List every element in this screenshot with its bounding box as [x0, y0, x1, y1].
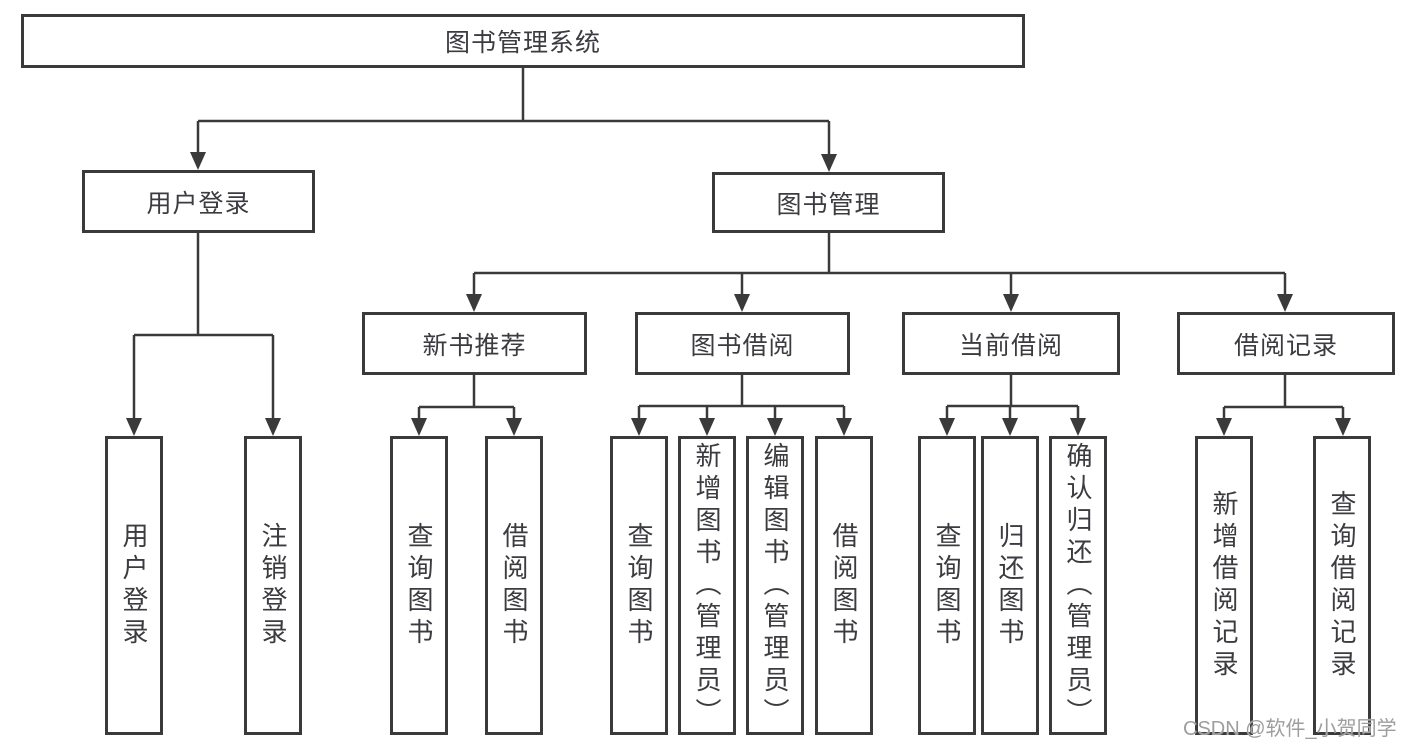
node-book-borrowing: 图书借阅	[635, 312, 850, 375]
leaf-recommend-query-books: 查询图书	[390, 436, 448, 735]
leaf-add-books-admin-label: 新增图书（管理员）	[692, 441, 722, 730]
node-borrowing-records: 借阅记录	[1177, 312, 1395, 375]
arrowhead-leaf	[767, 418, 783, 436]
node-borrowing-records-label: 借阅记录	[1233, 331, 1338, 360]
leaf-borrow-books: 借阅图书	[815, 436, 873, 735]
arrowhead-leaf	[1216, 418, 1232, 436]
arrowhead-leaf	[506, 418, 522, 436]
node-user-login-label: 用户登录	[146, 189, 251, 218]
leaf-current-query-books-label: 查询图书	[932, 521, 962, 650]
leaf-edit-books-admin: 编辑图书（管理员）	[746, 436, 804, 735]
arrowhead-leaf	[1070, 418, 1086, 436]
node-current-borrowing-label: 当前借阅	[958, 331, 1063, 360]
leaf-logout: 注销登录	[244, 436, 302, 735]
arrowhead-leaf-logout	[265, 418, 281, 436]
arrowhead-leaf	[699, 418, 715, 436]
arrowhead-borrowing-records	[1277, 294, 1293, 312]
arrowhead-leaf	[836, 418, 852, 436]
leaf-confirm-return-admin: 确认归还（管理员）	[1049, 436, 1107, 735]
arrowhead-book-management	[821, 154, 837, 172]
csdn-watermark: CSDN @软件_小贺同学	[1183, 718, 1397, 740]
connector-user-login	[132, 233, 275, 418]
arrowhead-leaf-user-login	[126, 418, 142, 436]
arrowhead-leaf	[939, 418, 955, 436]
node-user-login: 用户登录	[82, 170, 315, 233]
arrowhead-new-book	[466, 294, 482, 312]
leaf-edit-books-admin-label: 编辑图书（管理员）	[760, 441, 790, 730]
leaf-recommend-borrow-books: 借阅图书	[485, 436, 543, 735]
connector-book-management	[472, 233, 1287, 295]
arrowhead-leaf	[1002, 418, 1018, 436]
node-current-borrowing: 当前借阅	[902, 312, 1120, 375]
arrowhead-book-borrowing	[734, 294, 750, 312]
leaf-return-books-label: 归还图书	[995, 521, 1025, 650]
node-library-system: 图书管理系统	[21, 14, 1025, 68]
leaf-return-books: 归还图书	[981, 436, 1039, 735]
node-library-system-label: 图书管理系统	[444, 29, 601, 57]
node-book-management: 图书管理	[712, 172, 945, 233]
leaf-current-query-books: 查询图书	[918, 436, 976, 735]
leaf-recommend-borrow-books-label: 借阅图书	[499, 521, 529, 650]
connector-borrowing-records	[1222, 375, 1345, 419]
node-new-book-recommend-label: 新书推荐	[422, 331, 527, 360]
arrowhead-user-login	[190, 152, 206, 170]
connector-current-borrowing	[945, 375, 1080, 419]
leaf-confirm-return-admin-label: 确认归还（管理员）	[1063, 441, 1093, 730]
leaf-borrowing-query-books-label: 查询图书	[624, 521, 654, 650]
node-book-borrowing-label: 图书借阅	[690, 331, 795, 360]
leaf-add-books-admin: 新增图书（管理员）	[678, 436, 736, 735]
arrowhead-leaf	[411, 418, 427, 436]
arrowhead-leaf	[631, 418, 647, 436]
leaf-logout-label: 注销登录	[258, 521, 288, 650]
leaf-borrow-books-label: 借阅图书	[829, 521, 859, 650]
connector-new-book	[417, 375, 516, 419]
leaf-query-borrow-record-label: 查询借阅记录	[1327, 489, 1357, 682]
connector-book-borrowing	[637, 375, 846, 419]
node-book-management-label: 图书管理	[776, 190, 881, 219]
arrowhead-current-borrowing	[1003, 294, 1019, 312]
leaf-user-login: 用户登录	[105, 436, 163, 735]
leaf-query-borrow-record: 查询借阅记录	[1313, 436, 1371, 735]
node-new-book-recommend: 新书推荐	[362, 312, 587, 375]
connector-root	[196, 68, 831, 155]
leaf-borrowing-query-books: 查询图书	[610, 436, 668, 735]
leaf-user-login-label: 用户登录	[119, 521, 149, 650]
leaf-add-borrow-record-label: 新增借阅记录	[1209, 489, 1239, 682]
leaf-recommend-query-books-label: 查询图书	[404, 521, 434, 650]
leaf-add-borrow-record: 新增借阅记录	[1195, 436, 1253, 735]
arrowhead-leaf	[1335, 418, 1351, 436]
